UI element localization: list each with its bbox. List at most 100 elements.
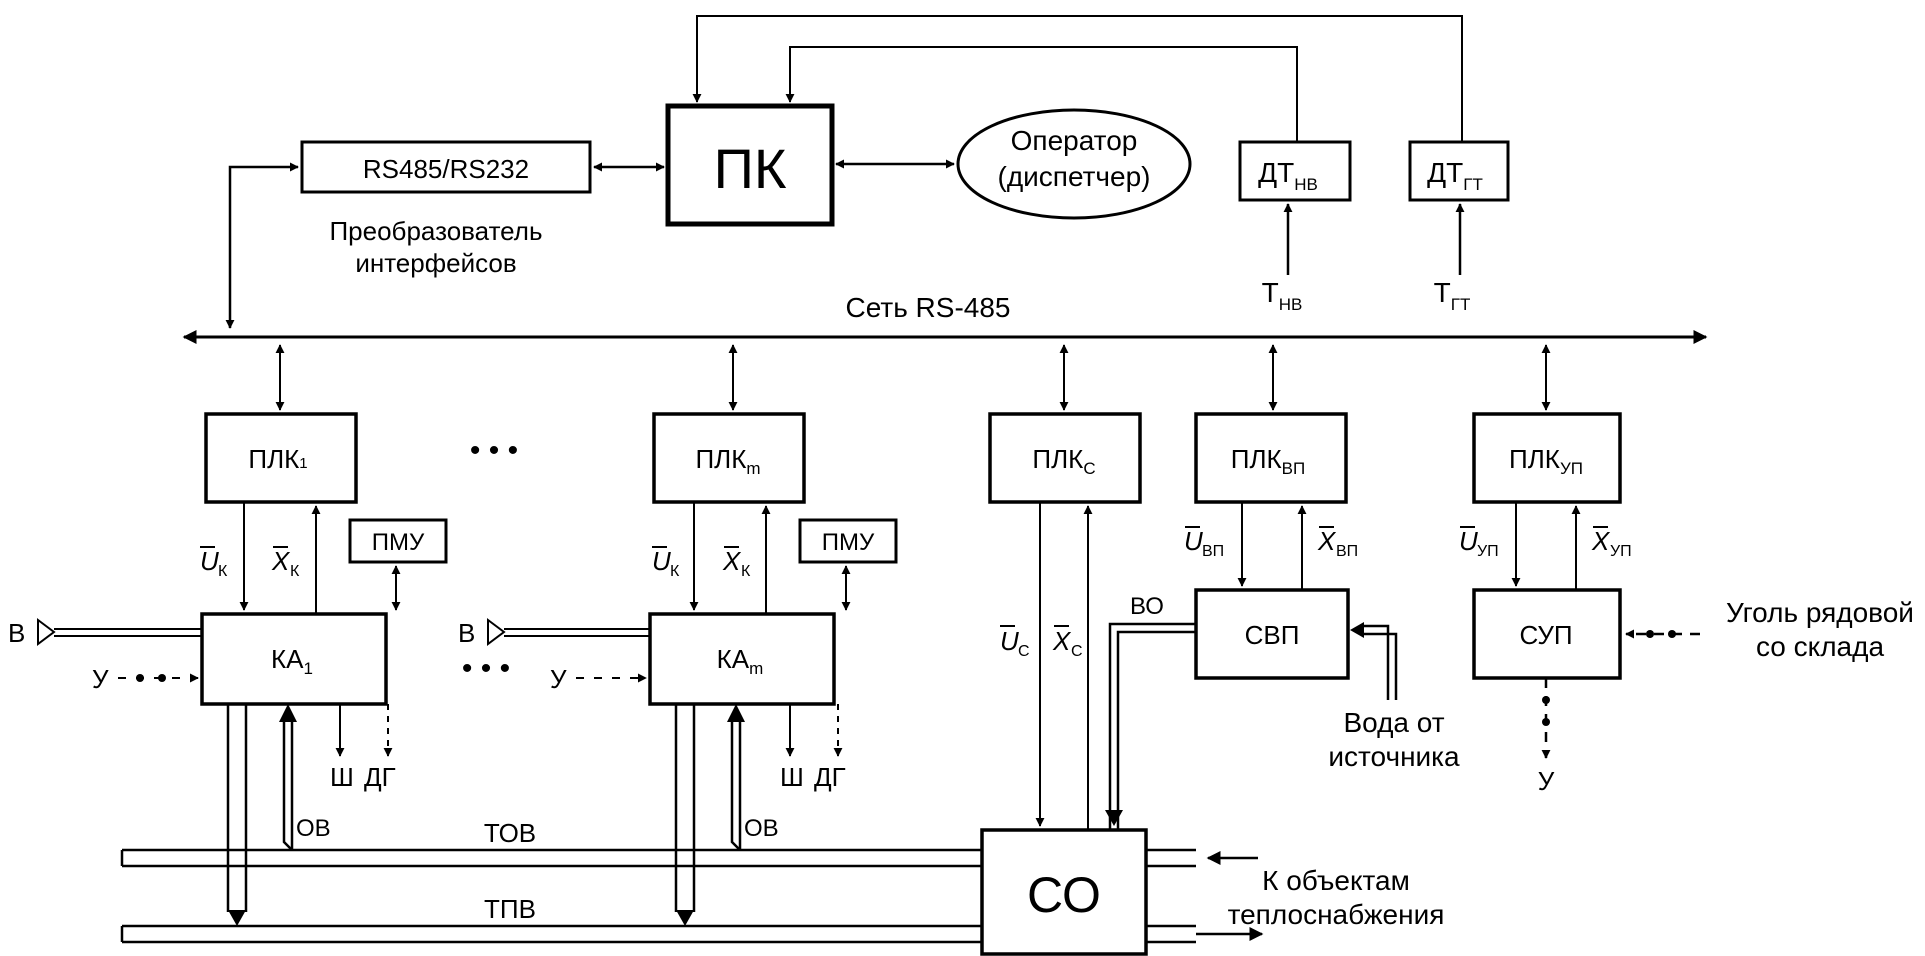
plc-m: ПЛКm (652, 412, 806, 504)
consumers-label-line1: К объектам (1262, 865, 1410, 896)
plc-ellipsis: • • • (470, 434, 518, 467)
svg-text:ТНВ: ТНВ (1262, 277, 1303, 314)
tpv-label: ТПВ (484, 894, 536, 924)
u-up-label: U (1459, 526, 1478, 556)
x-c-label: X (1052, 626, 1072, 656)
sensor-feedback-lines (692, 15, 1463, 168)
svg-text:КА1: КА1 (271, 644, 313, 678)
u-k1-sub: К (218, 563, 228, 580)
operator-label-line2: (диспетчер) (998, 161, 1151, 192)
x-vp-label: X (1317, 526, 1337, 556)
ka-1-sub: 1 (304, 659, 313, 678)
plc-c: ПЛКС (988, 412, 1142, 504)
t-nv-label: Т (1262, 277, 1279, 308)
ka1-signal-lines (239, 502, 401, 614)
converter-caption-line1: Преобразователь (329, 216, 542, 246)
dt-gt-sub: ГТ (1463, 175, 1483, 194)
ka-m-sub: m (749, 659, 763, 678)
pk-label: ПК (714, 137, 787, 200)
sensor-dt-gt: ДТГТ (1408, 140, 1510, 202)
svg-text:ПЛК1: ПЛК1 (248, 444, 307, 474)
u-km-sub: К (670, 563, 680, 580)
water-source-arrow (1350, 622, 1364, 638)
svg-text:ДТНВ: ДТНВ (1258, 157, 1318, 194)
plc-1: ПЛК1 (204, 412, 358, 504)
vo-label: ВО (1130, 593, 1164, 620)
sup-block: СУП (1472, 588, 1622, 680)
svg-text:ТГТ: ТГТ (1434, 277, 1471, 314)
plc-vp: ПЛКВП (1194, 412, 1348, 504)
kam-input-v: В (458, 618, 475, 648)
ka1-return-arrow (279, 704, 297, 722)
u-km-label: U (652, 546, 671, 576)
ka-m-label: КА (717, 644, 750, 674)
converter-network-link (225, 162, 299, 329)
x-c-sub: С (1071, 643, 1083, 660)
consumer-pipes (1146, 848, 1196, 944)
t-gt-label: Т (1434, 277, 1451, 308)
ka1-signal-labels: U К X К (200, 546, 300, 580)
operator-label-line1: Оператор (1011, 125, 1138, 156)
ka1-supply-arrow (228, 910, 246, 926)
ka1-piping (226, 704, 294, 912)
svp-block: СВП (1194, 588, 1350, 680)
network-label: Сеть RS-485 (846, 292, 1011, 323)
u-up-sub: УП (1477, 543, 1499, 560)
so-label: СО (1027, 867, 1101, 923)
t-nv-sub: НВ (1279, 295, 1303, 314)
pipe-tov (120, 848, 982, 868)
plc-1-label: ПЛК (248, 444, 299, 474)
t-gt-sub: ГТ (1451, 295, 1471, 314)
boiler-ka-m: КАm (648, 612, 836, 706)
vo-water-line (1108, 622, 1196, 830)
kam-signal-lines (689, 502, 851, 614)
ka1-inputs: В У (8, 618, 202, 694)
pipe-tpv (120, 924, 982, 944)
ka1-output-sh: Ш (330, 762, 354, 792)
operator-ellipse: Оператор (диспетчер) (956, 108, 1192, 220)
svg-text:КАm: КАm (717, 644, 764, 678)
ka-ellipsis: • • • (462, 652, 510, 685)
sensor-dt-nv: ДТНВ (1238, 140, 1352, 202)
boiler-ka-1: КА1 (200, 612, 388, 706)
x-km-sub: К (741, 563, 751, 580)
coal-label-line1: Уголь рядовой (1726, 597, 1914, 628)
plc-c-sub: С (1083, 459, 1095, 478)
ka1-input-v: В (8, 618, 25, 648)
ka1-ov-label: ОВ (296, 815, 331, 842)
pmu-m-label: ПМУ (822, 529, 875, 556)
kam-piping (674, 704, 742, 912)
kam-output-dg: ДГ (814, 762, 846, 792)
svg-text:ДТГТ: ДТГТ (1427, 157, 1483, 194)
pk-block: ПК (665, 103, 835, 227)
svg-text:ПЛКУП: ПЛКУП (1509, 444, 1583, 478)
kam-supply-arrow (676, 910, 694, 926)
svp-label: СВП (1245, 620, 1300, 650)
u-vp-label: U (1184, 526, 1203, 556)
tov-label: ТОВ (484, 818, 536, 848)
plc-vp-signal-labels: U ВП X ВП (1184, 526, 1358, 560)
pmu-m: ПМУ (798, 518, 898, 564)
plc-up: ПЛКУП (1472, 412, 1622, 504)
kam-ov-label: ОВ (744, 815, 779, 842)
u-k1-label: U (200, 546, 219, 576)
svg-text:ПЛКВП: ПЛКВП (1231, 444, 1305, 478)
vo-arrow (1105, 810, 1123, 826)
u-vp-sub: ВП (1202, 543, 1224, 560)
water-label-line1: Вода от (1343, 707, 1444, 738)
bus-drops (275, 344, 1551, 411)
plc-m-sub: m (746, 459, 760, 478)
consumers-label-line2: теплоснабжения (1228, 899, 1445, 930)
sup-label: СУП (1519, 620, 1572, 650)
kam-input-u: У (550, 664, 567, 694)
converter-block: RS485/RS232 Преобразователь интерфейсов (300, 140, 592, 278)
pmu-1: ПМУ (348, 518, 448, 564)
x-k1-label: X (271, 546, 291, 576)
plc-up-label: ПЛК (1509, 444, 1560, 474)
dt-nv-label: ДТ (1258, 157, 1294, 188)
plc-vp-sub: ВП (1282, 459, 1306, 478)
ka1-outputs (335, 704, 393, 757)
x-k1-sub: К (290, 563, 300, 580)
water-source-line (1362, 624, 1398, 700)
